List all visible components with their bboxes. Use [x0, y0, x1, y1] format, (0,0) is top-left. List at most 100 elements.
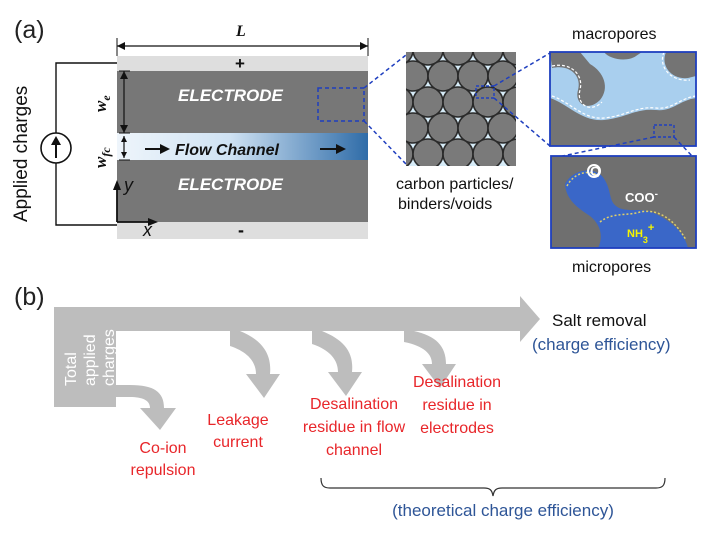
flow-arrow-left-head — [160, 144, 170, 154]
electrode-zoom-box — [317, 87, 365, 122]
carbon-particle — [412, 52, 444, 66]
flow-residue-line-1: Desalination — [310, 396, 398, 413]
we-label: we — [91, 95, 113, 112]
oxygen-group-icon — [587, 164, 601, 178]
coion-line-1: Co-ion — [139, 440, 186, 457]
total-label-line-1: Total — [63, 352, 80, 386]
carbon-particle — [412, 138, 444, 166]
minus-sign: - — [238, 220, 244, 240]
brace — [320, 477, 666, 497]
flow-channel — [117, 133, 368, 160]
flow-arrow-right-head — [336, 144, 346, 154]
carbon-particle — [406, 60, 429, 92]
panel-a-label: (a) — [14, 16, 45, 44]
leakage-line-2: current — [213, 434, 263, 451]
wfc-arrow-bottom — [121, 152, 127, 158]
carbon-particle — [427, 112, 459, 144]
branch-arrow-electrode-residue — [404, 331, 456, 388]
top-electrode-label: ELECTRODE — [178, 86, 284, 105]
we-arrow-bottom — [120, 125, 128, 133]
carbon-particle — [406, 112, 429, 144]
main-flow-arrow — [54, 296, 540, 342]
oxygen-label: O — [590, 163, 601, 179]
leakage-line-1: Leakage — [207, 412, 268, 429]
charge-efficiency-label: (charge efficiency) — [532, 335, 671, 354]
carbon-particle — [406, 52, 414, 64]
x-axis-arrow — [148, 218, 158, 226]
plus-sign: + — [235, 54, 245, 73]
total-label-line-2: applied — [82, 334, 99, 386]
macropores-frame — [549, 51, 697, 147]
coo-label: COO- — [625, 189, 658, 205]
branch-arrow-coion — [116, 385, 176, 430]
carbon-particle — [442, 86, 474, 118]
x-axis-label: x — [142, 220, 153, 240]
carbon-particle — [502, 86, 516, 118]
electrode-residue-line-3: electrodes — [420, 420, 494, 437]
micropore-space — [565, 170, 688, 248]
carbon-caption-line-1: carbon particles/ — [396, 176, 514, 193]
coion-line-2: repulsion — [131, 462, 196, 479]
carbon-particle — [502, 138, 516, 166]
carbon-particle — [406, 88, 414, 116]
top-electrode — [117, 71, 368, 133]
carbon-particle — [442, 52, 474, 66]
carbon-particle — [472, 138, 504, 166]
bottom-electrode — [117, 160, 368, 222]
carbon-particle — [487, 60, 516, 92]
length-arrow-left — [117, 42, 125, 50]
zoom-line-3-left — [552, 136, 655, 159]
carbon-particle — [412, 86, 444, 118]
flow-channel-label: Flow Channel — [175, 142, 280, 159]
carbon-particle — [427, 60, 459, 92]
carbon-caption-line-2: binders/voids — [398, 196, 492, 213]
macro-solid-3 — [664, 52, 696, 79]
macro-solid-4 — [550, 98, 696, 146]
micropores-frame — [550, 155, 697, 249]
carbon-particle — [457, 112, 489, 144]
flow-residue-line-2: residue in flow — [303, 419, 406, 436]
length-label: L — [235, 23, 246, 40]
bottom-electrode-label: ELECTRODE — [178, 175, 284, 194]
y-axis-arrow — [113, 180, 121, 190]
bottom-current-collector — [117, 222, 368, 239]
electrode-residue-line-2: residue in — [422, 397, 491, 414]
branch-arrow-leakage — [230, 331, 280, 398]
zoom-line-2-bottom — [493, 97, 551, 147]
macro-edl-boundary — [551, 52, 696, 119]
branch-arrow-flow-residue — [312, 331, 362, 396]
applied-charges-label: Applied charges — [11, 86, 32, 222]
carbon-particle — [472, 86, 504, 118]
macro-solid-2 — [604, 52, 642, 60]
macropores-panel — [550, 52, 696, 146]
carbon-particle — [442, 138, 474, 166]
nh3-label: NH3+ — [627, 222, 654, 245]
theoretical-efficiency-label: (theoretical charge efficiency) — [392, 501, 614, 520]
macro-zoom-box — [653, 124, 675, 138]
current-source-arrow-head — [51, 136, 61, 145]
salt-removal-label: Salt removal — [552, 311, 646, 330]
wfc-label: wfc — [91, 147, 113, 168]
zoom-line-3-right — [673, 136, 695, 159]
flow-residue-line-3: channel — [326, 442, 382, 459]
carbon-particle — [406, 140, 414, 166]
we-arrow-top — [120, 71, 128, 79]
length-arrow-right — [360, 42, 368, 50]
top-current-collector — [117, 56, 368, 71]
electrode-residue-line-1: Desalination — [413, 374, 501, 391]
micropores-panel — [551, 156, 696, 248]
zoom-line-2-top — [493, 52, 551, 87]
y-axis-label: y — [122, 175, 134, 195]
carbon-particle — [502, 52, 516, 66]
zoom-line-1-top — [363, 54, 407, 89]
total-label-line-3: charges — [101, 329, 118, 386]
panel-b-label: (b) — [14, 283, 45, 311]
carbon-particle — [487, 112, 516, 144]
wfc-arrow-top — [121, 136, 127, 142]
macropores-label: macropores — [572, 26, 656, 43]
zoom-line-1-bottom — [363, 120, 407, 165]
micropores-label: micropores — [572, 259, 651, 276]
trunk-block — [54, 331, 116, 407]
carbon-particle — [472, 52, 504, 66]
